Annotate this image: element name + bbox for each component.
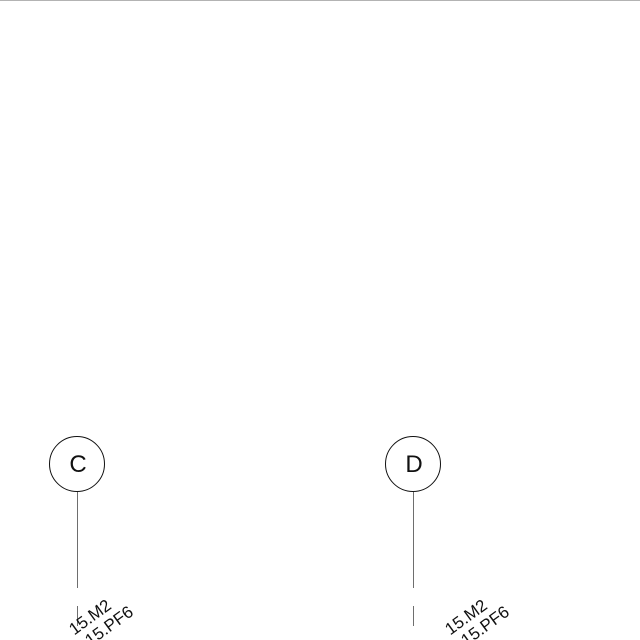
- grid-bubble-label: C: [69, 451, 87, 478]
- sheet-top-border: [0, 0, 640, 1]
- grid-line-d-dash: [413, 606, 414, 626]
- grid-bubble-label: D: [405, 451, 423, 478]
- grid-line-d: [413, 492, 414, 588]
- grid-line-c: [77, 492, 78, 588]
- grid-line-c-dash: [77, 606, 78, 626]
- grid-bubble-d[interactable]: D: [385, 436, 441, 492]
- grid-bubble-c[interactable]: C: [49, 436, 105, 492]
